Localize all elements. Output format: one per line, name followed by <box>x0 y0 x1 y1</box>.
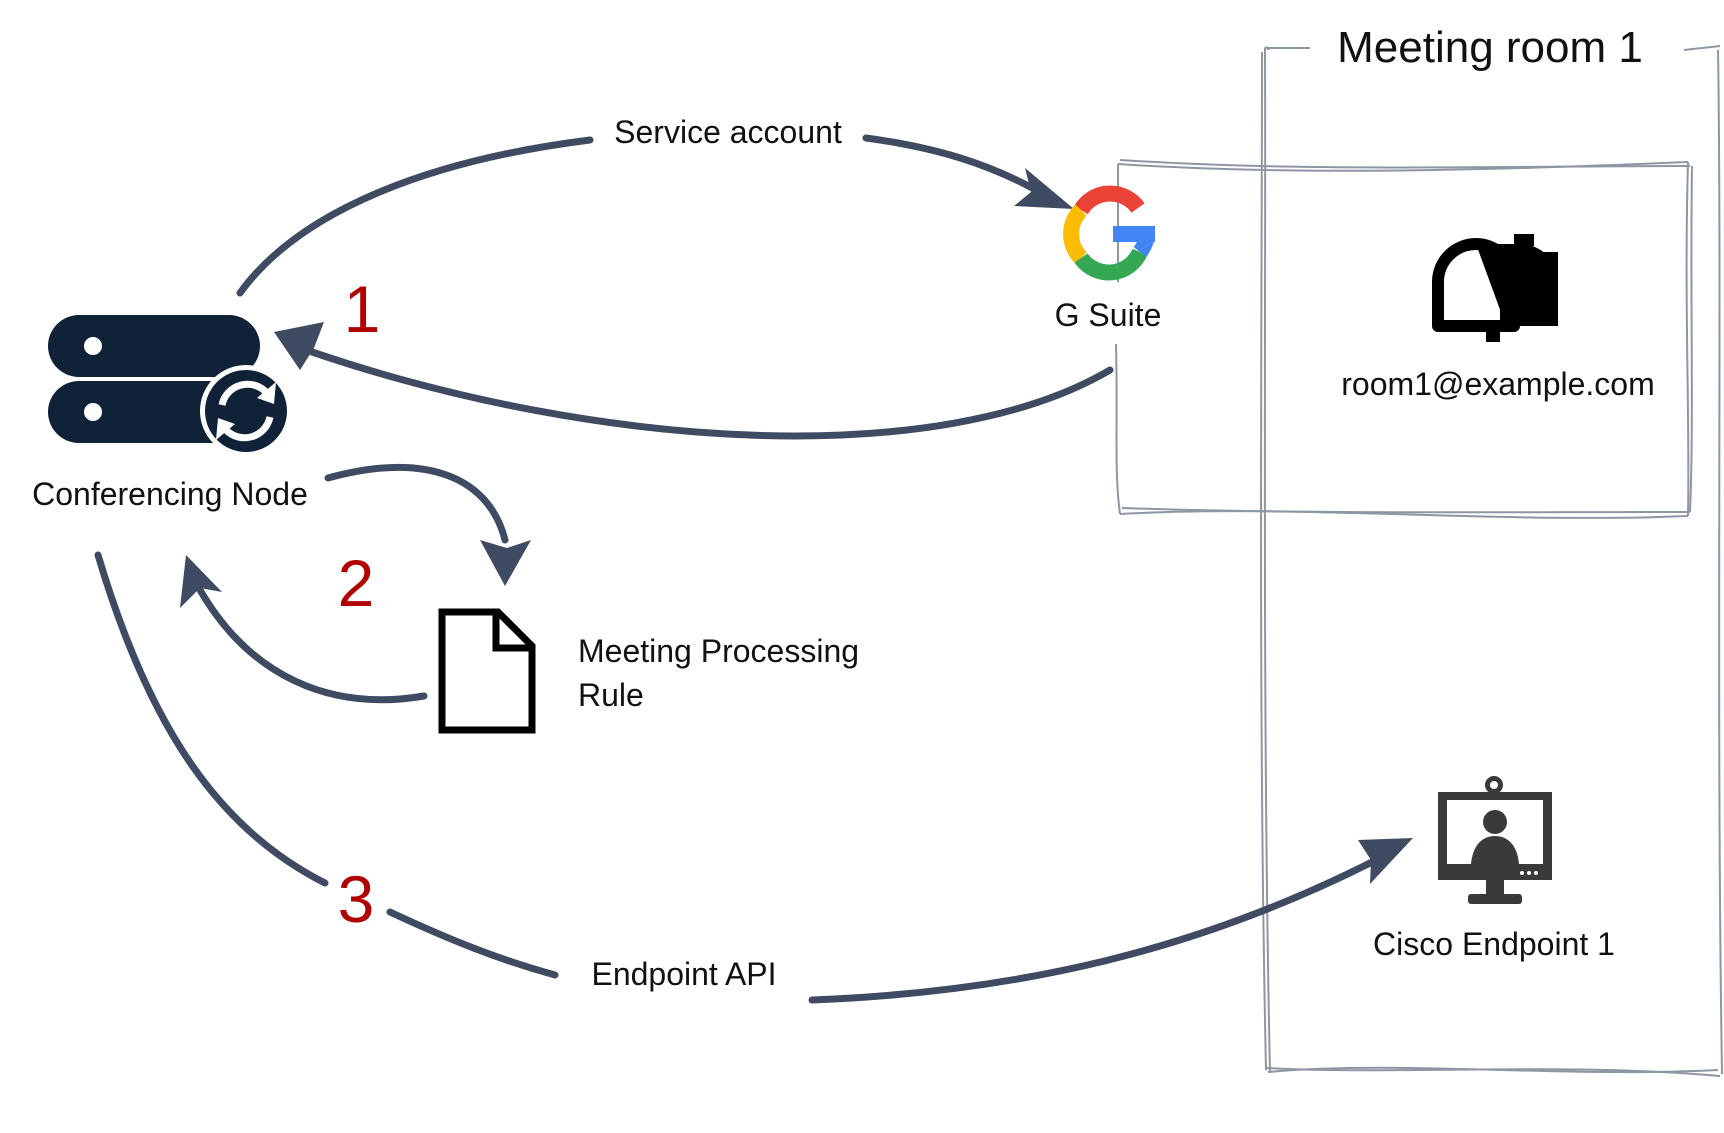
endpoint-api-label: Endpoint API <box>591 956 776 992</box>
arrow-service-account <box>236 134 1074 297</box>
video-endpoint-icon <box>1438 776 1552 904</box>
google-g-icon <box>1063 185 1155 281</box>
g-suite-label: G Suite <box>1055 297 1162 333</box>
room-email-label: room1@example.com <box>1341 366 1654 402</box>
mailbox-icon <box>1432 234 1558 342</box>
arrow-step-1 <box>274 322 1114 440</box>
step-number: 1 <box>344 272 381 346</box>
container-title: Meeting room 1 <box>1337 23 1643 72</box>
document-icon <box>438 608 536 734</box>
server-sync-icon <box>48 315 292 457</box>
conferencing-node-label: Conferencing Node <box>32 476 308 512</box>
arrow-step-2-out <box>324 463 531 586</box>
step-number: 3 <box>338 862 375 936</box>
arrow-endpoint-api <box>94 551 1413 1004</box>
step-number: 2 <box>338 546 375 620</box>
service-account-label: Service account <box>614 114 842 150</box>
rule-label-line2: Rule <box>578 677 644 713</box>
meeting-room-container: Meeting room 1 <box>1260 23 1723 1077</box>
endpoint-label: Cisco Endpoint 1 <box>1373 926 1615 962</box>
g-suite-resource-box <box>1115 159 1693 519</box>
arrow-step-2-back <box>180 555 428 704</box>
rule-label-line1: Meeting Processing <box>578 633 859 669</box>
